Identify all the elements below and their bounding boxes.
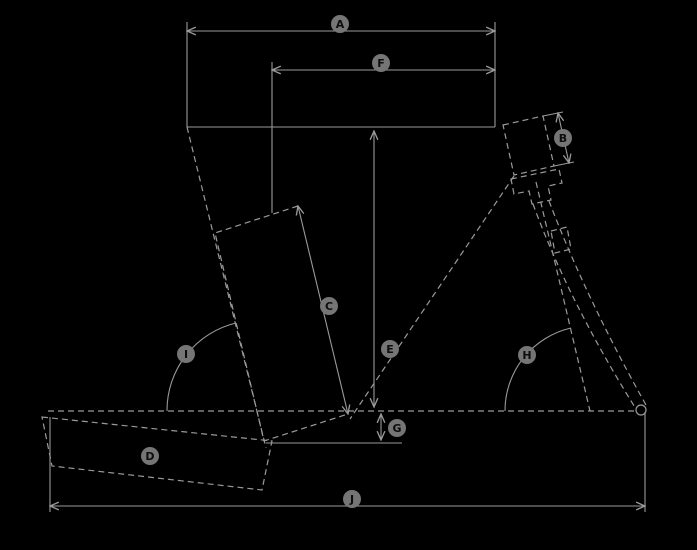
dimension-lines-group bbox=[50, 22, 645, 512]
dim-badge-b: B bbox=[554, 129, 572, 147]
head-angle-arc bbox=[504, 327, 572, 412]
dim-badge-e: E bbox=[381, 340, 399, 358]
frame-outline-group bbox=[41, 115, 647, 491]
badge-h-label: H bbox=[522, 349, 531, 362]
badge-e-label: E bbox=[386, 343, 394, 356]
badge-b-label: B bbox=[559, 132, 567, 145]
dim-badge-a: A bbox=[331, 15, 349, 33]
fork-blade-outer-line bbox=[548, 200, 647, 406]
badge-a-label: A bbox=[336, 18, 345, 31]
dim-badge-f: F bbox=[372, 54, 390, 72]
badge-c-circle bbox=[320, 297, 338, 315]
badge-b-circle bbox=[554, 129, 572, 147]
chainstay-outline bbox=[41, 416, 273, 491]
seat-tube-outline bbox=[214, 205, 349, 442]
badge-g-label: G bbox=[392, 422, 401, 435]
badge-f-circle bbox=[372, 54, 390, 72]
dim-badge-g: G bbox=[388, 419, 406, 437]
front-axle-circle bbox=[635, 404, 647, 416]
badge-c-label: C bbox=[325, 300, 333, 313]
dim-badge-d: D bbox=[141, 447, 159, 465]
dim-b-bottom-extension bbox=[553, 161, 575, 167]
head-tube-outline bbox=[502, 115, 555, 176]
badge-i-circle bbox=[177, 345, 195, 363]
dim-badge-c: C bbox=[320, 297, 338, 315]
seat-angle-arc bbox=[166, 322, 237, 412]
badge-d-label: D bbox=[145, 450, 154, 463]
seat-tube-axis-line bbox=[186, 126, 267, 449]
brake-mount-outline bbox=[550, 226, 572, 254]
fork-crown-outline bbox=[510, 168, 563, 205]
dimension-badges-group: A F B C E H I G bbox=[141, 15, 572, 508]
badge-f-label: F bbox=[377, 57, 385, 70]
badge-i-label: I bbox=[184, 348, 188, 361]
dim-badge-h: H bbox=[518, 346, 536, 364]
badge-h-circle bbox=[518, 346, 536, 364]
dim-badge-j: J bbox=[343, 490, 361, 508]
dim-b-top-extension bbox=[542, 111, 564, 117]
badge-e-circle bbox=[381, 340, 399, 358]
down-tube-line bbox=[349, 175, 515, 420]
fork-blade-inner-line bbox=[532, 203, 637, 410]
badge-j-label: J bbox=[349, 493, 354, 506]
steering-axis-line bbox=[535, 181, 591, 412]
badge-d-circle bbox=[141, 447, 159, 465]
badge-j-circle bbox=[343, 490, 361, 508]
dim-badge-i: I bbox=[177, 345, 195, 363]
badge-g-circle bbox=[388, 419, 406, 437]
badge-a-circle bbox=[331, 15, 349, 33]
